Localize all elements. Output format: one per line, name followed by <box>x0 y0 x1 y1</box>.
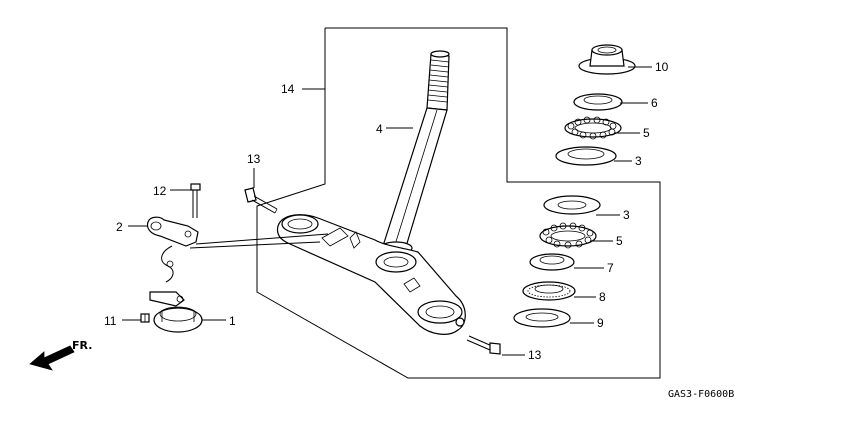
callout-9: 9 <box>597 316 604 330</box>
lower-dust-seal[interactable] <box>529 253 575 271</box>
callout-4: 4 <box>376 122 383 136</box>
callout-8: 8 <box>599 290 606 304</box>
front-direction-label: FR. <box>72 339 92 352</box>
steering-stem-nut[interactable] <box>578 44 636 75</box>
callout-11: 11 <box>104 314 117 328</box>
dust-seal-felt[interactable] <box>522 281 576 301</box>
bolt-upper[interactable] <box>244 187 278 214</box>
callout-5-upper: 5 <box>643 126 650 140</box>
callout-6: 6 <box>651 96 658 110</box>
callout-3-upper: 3 <box>635 154 642 168</box>
callout-3-lower: 3 <box>623 208 630 222</box>
steering-stem[interactable] <box>276 50 466 335</box>
lower-bearing-set[interactable] <box>539 222 597 249</box>
diagram-code: GAS3-F0600B <box>668 389 734 400</box>
lower-race[interactable] <box>543 195 601 215</box>
bracket[interactable] <box>146 216 199 247</box>
callout-14: 14 <box>281 82 295 96</box>
callout-13-upper: 13 <box>247 152 261 166</box>
callout-10: 10 <box>655 60 669 74</box>
dust-seal[interactable] <box>573 93 623 111</box>
callout-1: 1 <box>229 314 236 328</box>
callout-5-lower: 5 <box>616 234 623 248</box>
callout-2: 2 <box>116 220 123 234</box>
callout-13-lower: 13 <box>528 348 542 362</box>
bolt-lower[interactable] <box>466 335 501 355</box>
lock-assembly[interactable] <box>149 291 203 333</box>
callout-12: 12 <box>153 184 167 198</box>
callout-7: 7 <box>607 261 614 275</box>
upper-race[interactable] <box>555 146 617 166</box>
front-arrow-icon <box>29 345 75 371</box>
leader-lines <box>122 66 652 356</box>
washer[interactable] <box>513 308 571 328</box>
bolt-12[interactable] <box>190 183 201 218</box>
assembly-boundary <box>256 27 661 379</box>
upper-bearing-set[interactable] <box>564 116 622 140</box>
screw-11[interactable] <box>140 313 150 323</box>
